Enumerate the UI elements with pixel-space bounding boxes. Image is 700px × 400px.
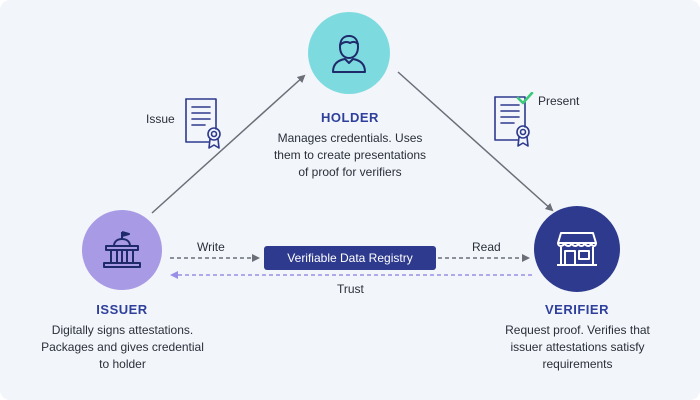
trust-label: Trust [337,282,364,296]
holder-desc-line: of proof for verifiers [298,165,402,179]
storefront-icon [557,232,597,266]
verifier-circle [534,206,620,292]
verifier-desc-line: requirements [542,357,613,371]
holder-title: HOLDER [321,110,379,125]
verifier-title: VERIFIER [545,302,609,317]
issuer-title: ISSUER [96,302,148,317]
check-mark-icon [516,92,534,105]
credential-check-document-icon [494,92,534,147]
issuer-desc-line: Packages and gives credential [41,340,204,354]
person-icon [332,35,366,73]
issue-label: Issue [146,112,175,126]
present-arrow [397,71,554,212]
credential-document-icon [185,98,221,149]
issuer-circle [82,210,162,290]
holder-desc-line: Manages credentials. Uses [277,131,423,145]
verifiable-data-registry: Verifiable Data Registry [264,246,436,270]
issuer-description: Digitally signs attestations. Packages a… [20,322,225,373]
write-label: Write [197,240,225,254]
holder-circle [308,12,390,94]
holder-desc-line: them to create presentations [273,148,427,162]
read-label: Read [472,240,501,254]
issuer-desc-line: to holder [99,357,146,371]
issue-arrow [151,74,306,214]
government-building-icon [103,231,141,268]
verifier-desc-line: issuer attestations satisfy [510,340,645,354]
holder-description: Manages credentials. Uses them to create… [240,130,460,181]
verifier-desc-line: Request proof. Verifies that [505,323,650,337]
present-label: Present [538,94,580,108]
verifier-description: Request proof. Verifies that issuer atte… [470,322,685,373]
issuer-desc-line: Digitally signs attestations. [51,323,194,337]
